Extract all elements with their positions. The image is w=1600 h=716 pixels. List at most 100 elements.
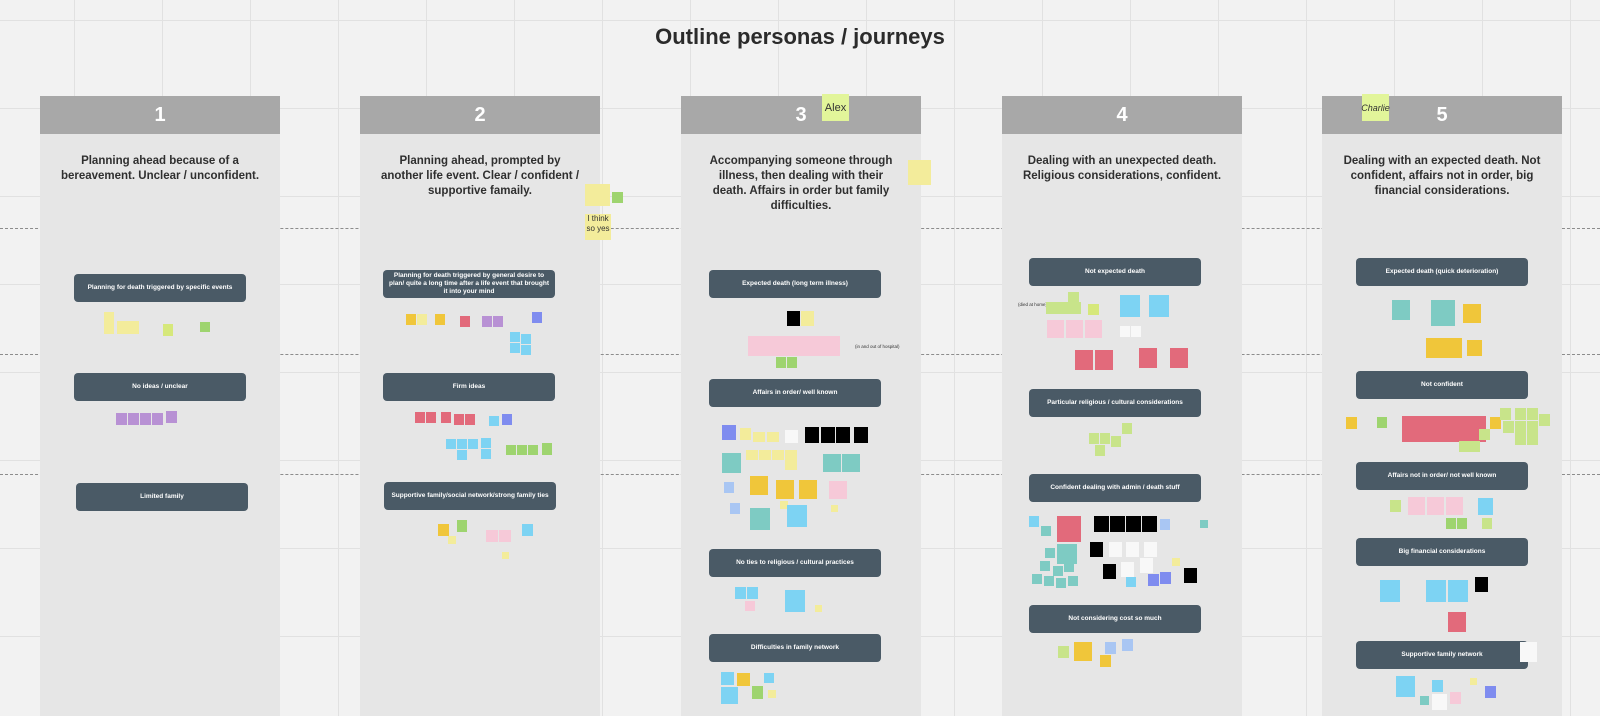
journey-tag[interactable]: Supportive family network <box>1356 641 1528 669</box>
sticky-note[interactable] <box>1122 423 1132 434</box>
sticky-note[interactable] <box>1090 542 1103 557</box>
sticky-note[interactable] <box>1396 676 1415 697</box>
sticky-note[interactable] <box>1148 574 1159 586</box>
sticky-note[interactable] <box>426 412 436 423</box>
sticky-note[interactable] <box>1475 577 1488 592</box>
sticky-note[interactable] <box>1450 692 1461 704</box>
sticky-note[interactable] <box>1426 580 1446 602</box>
sticky-note[interactable] <box>446 439 456 449</box>
sticky-note[interactable] <box>542 443 552 455</box>
journey-tag[interactable]: Firm ideas <box>383 373 555 401</box>
sticky-note[interactable] <box>1066 320 1083 338</box>
sticky-note[interactable] <box>457 450 467 460</box>
journey-tag[interactable]: Particular religious / cultural consider… <box>1029 389 1201 417</box>
sticky-note[interactable] <box>787 505 807 527</box>
sticky-note[interactable] <box>1029 516 1039 527</box>
sticky-note[interactable] <box>457 520 467 532</box>
sticky-note[interactable] <box>1172 558 1180 566</box>
sticky-note[interactable] <box>787 357 797 368</box>
sticky-note[interactable] <box>1126 516 1141 532</box>
sticky-note[interactable] <box>506 445 516 455</box>
sticky-note[interactable] <box>1482 518 1492 529</box>
sticky-note[interactable] <box>1515 408 1526 420</box>
sticky-note[interactable] <box>1111 436 1121 447</box>
journey-tag[interactable]: Not confident <box>1356 371 1528 399</box>
sticky-note[interactable] <box>722 425 736 440</box>
sticky-note[interactable] <box>1426 338 1462 358</box>
sticky-note[interactable] <box>821 427 835 443</box>
sticky-note[interactable] <box>1085 320 1102 338</box>
sticky-note[interactable] <box>417 314 427 325</box>
sticky-note[interactable] <box>750 476 768 495</box>
sticky-note[interactable] <box>764 673 774 683</box>
sticky-note[interactable] <box>448 536 456 544</box>
sticky-note[interactable] <box>163 324 173 336</box>
journey-tag[interactable]: Affairs not in order/ not well known <box>1356 462 1528 490</box>
sticky-note[interactable] <box>815 605 822 612</box>
sticky-note[interactable] <box>1068 576 1078 586</box>
sticky-note[interactable] <box>1089 433 1099 444</box>
sticky-note[interactable] <box>482 316 492 327</box>
sticky-note[interactable] <box>1105 642 1116 654</box>
persona-column-4[interactable]: 4 Dealing with an unexpected death. Reli… <box>1002 96 1242 716</box>
journey-tag[interactable]: Limited family <box>76 483 248 511</box>
sticky-note[interactable] <box>1432 694 1447 710</box>
sticky-note[interactable] <box>1500 408 1511 420</box>
sticky-note[interactable] <box>752 686 763 699</box>
sticky-note[interactable] <box>489 416 499 426</box>
sticky-note[interactable] <box>415 412 425 423</box>
persona-column-1[interactable]: 1 Planning ahead because of a bereavemen… <box>40 96 280 716</box>
journey-tag[interactable]: Planning for death triggered by general … <box>383 270 555 298</box>
sticky-note[interactable] <box>499 530 511 542</box>
sticky-note[interactable] <box>528 445 538 455</box>
sticky-note[interactable] <box>1392 300 1410 320</box>
sticky-note[interactable] <box>1088 304 1099 315</box>
sticky-note[interactable] <box>1160 519 1170 530</box>
sticky-note[interactable] <box>441 412 451 423</box>
sticky-note[interactable] <box>1463 304 1481 323</box>
sticky-note[interactable] <box>521 334 531 344</box>
sticky-note[interactable] <box>1053 566 1063 576</box>
sticky-note[interactable] <box>1515 421 1526 433</box>
sticky-note[interactable] <box>1160 572 1171 584</box>
sticky-note[interactable] <box>585 184 610 206</box>
sticky-note[interactable] <box>1068 292 1079 304</box>
sticky-note[interactable] <box>152 413 163 425</box>
sticky-note[interactable] <box>730 503 740 514</box>
sticky-note[interactable] <box>1047 320 1064 338</box>
sticky-note[interactable] <box>1402 416 1486 442</box>
sticky-note[interactable] <box>502 552 509 559</box>
sticky-note[interactable] <box>750 508 770 530</box>
sticky-note[interactable] <box>1094 516 1109 532</box>
persona-column-2[interactable]: 2 Planning ahead, prompted by another li… <box>360 96 600 716</box>
sticky-note[interactable] <box>724 482 734 493</box>
sticky-note[interactable] <box>1044 576 1054 586</box>
sticky-note[interactable] <box>829 481 847 499</box>
sticky-note[interactable] <box>1200 520 1208 528</box>
sticky-note[interactable] <box>746 450 758 460</box>
persona-column-5[interactable]: 5 Dealing with an expected death. Not co… <box>1322 96 1562 716</box>
sticky-note[interactable] <box>1122 639 1133 651</box>
sticky-note[interactable] <box>457 439 467 449</box>
sticky-note[interactable] <box>1515 433 1526 445</box>
journey-tag[interactable]: Expected death (quick deterioration) <box>1356 258 1528 286</box>
sticky-note[interactable] <box>1046 302 1058 314</box>
sticky-note[interactable] <box>748 336 840 356</box>
sticky-note[interactable] <box>1126 542 1139 557</box>
sticky-note[interactable] <box>823 454 841 472</box>
sticky-note[interactable] <box>1064 562 1074 572</box>
sticky-note[interactable] <box>510 332 520 342</box>
sticky-note[interactable] <box>722 453 741 473</box>
sticky-note[interactable] <box>747 587 758 599</box>
sticky-note[interactable] <box>787 311 800 326</box>
persona-column-3[interactable]: 3 Accompanying someone through illness, … <box>681 96 921 716</box>
sticky-note[interactable] <box>465 414 475 425</box>
sticky-note[interactable] <box>1184 568 1197 583</box>
sticky-note[interactable] <box>1527 408 1538 420</box>
sticky-note[interactable] <box>768 690 776 698</box>
journey-tag[interactable]: Difficulties in family network <box>709 634 881 662</box>
sticky-note[interactable] <box>1478 498 1493 515</box>
sticky-note[interactable] <box>831 505 838 512</box>
sticky-note[interactable] <box>435 314 445 325</box>
sticky-note[interactable] <box>1485 686 1496 698</box>
